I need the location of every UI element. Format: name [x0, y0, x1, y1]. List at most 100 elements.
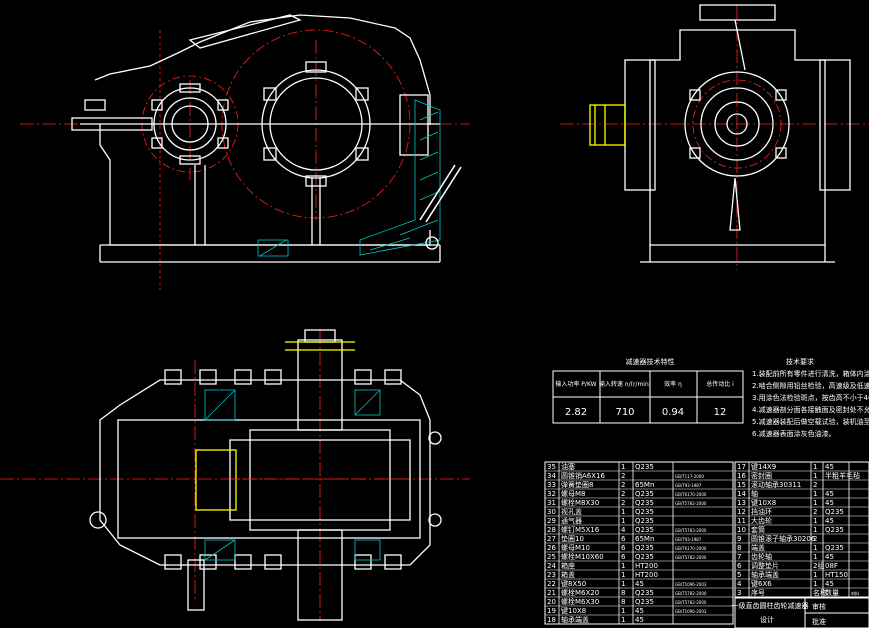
spec-header-speed: 输入转速 n/(r/min) [599, 380, 651, 388]
bom-cell: 1 [813, 490, 817, 498]
bom-cell: 2 [813, 535, 817, 543]
bom-cell: 45 [825, 517, 834, 525]
front-view [20, 14, 470, 290]
bom-cell: 45 [825, 499, 834, 507]
bom-cell: 12 [737, 508, 746, 516]
bom-cell: 2 [621, 490, 625, 498]
title-block [734, 597, 869, 628]
tech-req-item: 2.啮合侧隙用铅丝检验，高速级及低速级侧隙不小于 [752, 381, 869, 390]
bom-cell: 端盖 [751, 543, 765, 552]
bom-cell: 螺母M8 [561, 489, 586, 498]
bom-cell: 3 [737, 589, 741, 597]
bom-cell: 45 [635, 607, 644, 615]
bom-cell: 65Mn [635, 535, 654, 543]
bom-cell: 9 [737, 535, 741, 543]
title-block-approved: 批准 [812, 617, 826, 626]
spec-table-title: 减速器技术特性 [626, 357, 675, 366]
top-view [0, 329, 470, 621]
bom-cell: 1 [621, 580, 625, 588]
bom-cell: 16 [737, 472, 746, 480]
spec-value-power: 2.82 [565, 407, 587, 418]
bom-cell: 齿轮轴 [751, 552, 772, 561]
bom-cell: 1 [813, 472, 817, 480]
bom-cell: 14 [737, 490, 746, 498]
bom-cell: 2组 [813, 561, 824, 570]
bom-cell: 材料 [851, 590, 859, 596]
bom-cell: 调整垫片 [751, 561, 779, 570]
bom-cell: 螺栓M6X20 [561, 588, 599, 597]
bom-cell: 10 [737, 526, 746, 534]
bom-cell: 23 [547, 571, 556, 579]
bom-cell: 4 [621, 526, 626, 534]
bom-cell: Q235 [635, 544, 654, 552]
bom-cell: 套筒 [751, 525, 765, 534]
bom-cell: 13 [737, 499, 746, 507]
bom-cell: 弹簧垫圈8 [561, 480, 593, 489]
bom-cell: GB/T93-1987 [675, 483, 702, 488]
bom-cell: 数量 [825, 588, 839, 597]
bom-cell: 33 [547, 481, 556, 489]
bom-cell: 27 [547, 535, 556, 543]
bom-cell: 29 [547, 517, 556, 525]
bom-cell: 24 [547, 562, 556, 570]
bom-cell: HT200 [635, 562, 658, 570]
bom-cell: Q235 [635, 517, 654, 525]
bom-cell: GB/T6170-2000 [675, 546, 707, 551]
bom-cell: 1 [813, 463, 817, 471]
bom-cell: 18 [547, 616, 556, 624]
title-block-name: 一级直齿圆柱齿轮减速器 [732, 601, 809, 610]
bom-cell: 34 [547, 472, 556, 480]
tech-req-item: 3.用涂色法检验斑点，按齿高不小于40%，按齿长不小于 [752, 393, 869, 402]
bom-cell: 螺钉M5X16 [561, 525, 600, 534]
bom-cell: Q235 [635, 553, 654, 561]
bom-cell: Q235 [635, 499, 654, 507]
bom-cell: GB/T93-1987 [675, 537, 702, 542]
bom-cell: 键10X8 [561, 606, 586, 615]
bom-cell: 序号 [751, 588, 765, 597]
bom-cell: 轴承端盖 [751, 570, 779, 579]
bom-cell: 滚动轴承30311 [751, 480, 801, 489]
spec-value-speed: 710 [615, 407, 634, 418]
bom-cell: 半粗羊毛毡 [825, 471, 860, 480]
bom-cell: GB/T5782-2000 [675, 600, 707, 605]
bom-cell: 31 [547, 499, 556, 507]
bom-cell: 键14X9 [751, 462, 776, 471]
tech-req-item: 1.装配前所有零件进行清洗，箱体内涂耐油漆 [752, 369, 869, 378]
side-view [560, 4, 869, 270]
bom-cell: 1 [813, 580, 817, 588]
bom-cell: 45 [825, 553, 834, 561]
bom-cell: 4 [737, 580, 742, 588]
bom-cell: Q235 [825, 544, 844, 552]
bom-cell: 8 [737, 544, 741, 552]
spec-header-power: 输入功率 P/KW [555, 380, 596, 388]
bom-cell: 21 [547, 589, 556, 597]
bom-cell: 1 [813, 571, 817, 579]
bom-cell: 45 [635, 616, 644, 624]
bom-cell: Q235 [635, 598, 654, 606]
bom-cell: 1 [621, 571, 625, 579]
bom-cell: 45 [825, 580, 834, 588]
bom-cell: 1 [621, 562, 625, 570]
bom-cell: Q235 [825, 526, 844, 534]
bom-cell: 45 [635, 580, 644, 588]
spec-header-efficiency: 效率 η [664, 380, 682, 388]
bom-cell: 键6X6 [751, 579, 772, 588]
bom-cell: 6 [621, 544, 626, 552]
spec-header-ratio: 总传动比 i [706, 380, 734, 388]
bom-cell: 22 [547, 580, 556, 588]
bom-cell: 轴承端盖 [561, 615, 589, 624]
title-block-drawn: 设计 [760, 615, 774, 624]
bom-cell: 1 [813, 526, 817, 534]
bom-cell: 7 [737, 553, 741, 561]
bom-cell: Q235 [635, 589, 654, 597]
bom-cell: 1 [813, 517, 817, 525]
bom-cell: 通气器 [561, 516, 582, 525]
bom-cell: 20 [547, 598, 556, 606]
bom-cell: 螺栓M10X60 [561, 552, 604, 561]
spec-table [552, 370, 744, 424]
bom-cell: Q235 [635, 526, 654, 534]
bom-cell: 17 [737, 463, 746, 471]
bom-cell: 1 [621, 607, 625, 615]
